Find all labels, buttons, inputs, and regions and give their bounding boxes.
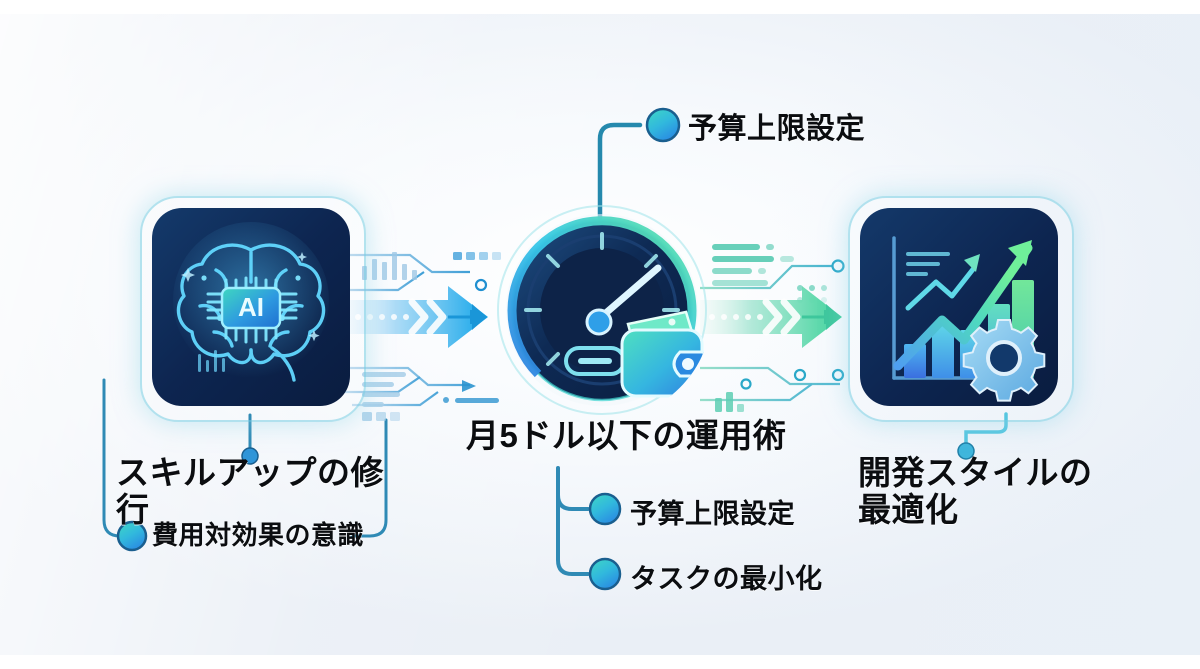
gauge-needle bbox=[596, 264, 662, 322]
circuit-node-upper-right bbox=[831, 259, 845, 273]
circuit-bars-lower-left bbox=[362, 372, 406, 421]
arrow-tip-secondary-2 bbox=[824, 304, 841, 330]
circuit-line-lower-left bbox=[455, 398, 499, 403]
top-callout-label: 予算上限設定 bbox=[688, 113, 866, 145]
gauge-wallet-icon bbox=[497, 205, 707, 415]
wallet-shape bbox=[620, 310, 706, 398]
gear-shape bbox=[962, 319, 1046, 402]
circuit-bars-upper-left bbox=[362, 252, 417, 280]
arrow-body-2 bbox=[700, 286, 842, 348]
trend-line-tip bbox=[1005, 243, 1033, 279]
node-title-budget: 月5ドル以下の運用術 bbox=[466, 417, 787, 454]
connector-top-callout bbox=[597, 122, 643, 233]
gauge-slot-fill bbox=[578, 358, 612, 364]
connector-devstyle-stem bbox=[964, 412, 1008, 448]
circuit-dots-upper-left bbox=[453, 252, 501, 260]
icon-halo-devstyle bbox=[848, 196, 1074, 422]
icon-halo-skill bbox=[140, 196, 366, 422]
circuit-node-upper-left bbox=[474, 278, 488, 292]
trend-arrowhead-small bbox=[964, 254, 980, 272]
circuit-bars-lower-right bbox=[715, 392, 744, 412]
circuit-node-lower-right-c bbox=[831, 368, 845, 382]
connector-dot-skill-child-0 bbox=[116, 520, 148, 552]
connector-dot-skill-stem bbox=[241, 447, 259, 465]
circuit-node-lower-right-b bbox=[793, 368, 807, 382]
node-title-skill: スキルアップの修行 bbox=[116, 454, 384, 528]
connector-dot-budget-child-1 bbox=[588, 557, 622, 591]
leaf-label-budget-0: 予算上限設定 bbox=[630, 499, 795, 529]
connector-budget-bracket bbox=[556, 466, 590, 576]
circuit-node-lower-right-a bbox=[740, 378, 752, 390]
ai-brain-chip-icon: AI bbox=[152, 208, 350, 406]
growth-chart-gear-icon bbox=[860, 208, 1058, 406]
arrow-trail-dots-1 bbox=[355, 314, 409, 320]
connector-dot-top-callout bbox=[645, 107, 681, 143]
node-icon-devstyle[interactable] bbox=[860, 208, 1058, 406]
connector-dot-budget-child-0 bbox=[588, 492, 622, 526]
arrow-tip-secondary-1 bbox=[470, 304, 487, 330]
connector-dot-devstyle-stem bbox=[957, 442, 975, 460]
trend-line-small bbox=[905, 265, 977, 311]
node-title-devstyle: 開発スタイルの 最適化 bbox=[858, 454, 1093, 528]
ai-chip-label: AI bbox=[238, 292, 264, 322]
circuit-dot-lower-left bbox=[443, 397, 449, 403]
circuit-arrow-lower-left bbox=[462, 380, 476, 392]
arrow-chevrons-1 bbox=[408, 298, 447, 336]
arrow-body-1 bbox=[345, 286, 488, 348]
node-icon-skill[interactable]: AI bbox=[152, 208, 350, 406]
circuit-traces-upper-right bbox=[700, 264, 832, 290]
arrow-chevrons-2 bbox=[762, 298, 801, 336]
node-icon-budget[interactable] bbox=[492, 200, 712, 420]
circuit-bars-upper-right bbox=[712, 244, 794, 286]
gauge-hub bbox=[585, 308, 613, 336]
leaf-label-skill-0: 費用対効果の意識 bbox=[152, 520, 365, 550]
trend-line-main bbox=[893, 269, 1015, 371]
arrow-trail-dots-2 bbox=[709, 314, 763, 320]
circuit-traces-lower-right bbox=[700, 366, 840, 402]
bar-2 bbox=[932, 324, 954, 378]
leaf-label-budget-1: タスクの最小化 bbox=[630, 564, 823, 594]
